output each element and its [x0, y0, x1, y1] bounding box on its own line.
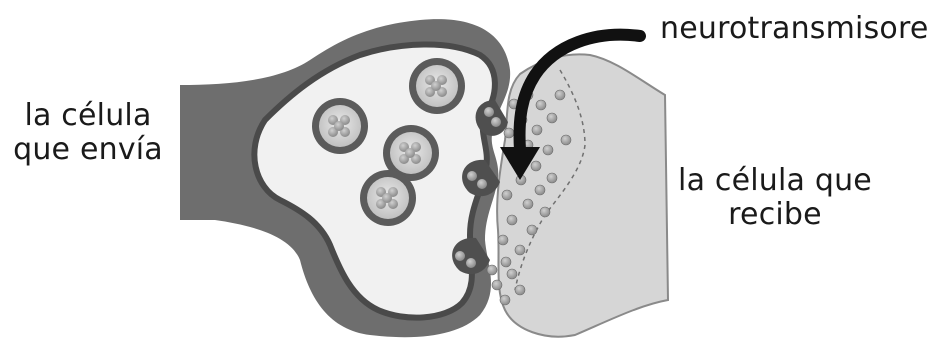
- receiving-cell-label: la célula que recibe: [665, 164, 885, 232]
- sending-cell-label: la célula que envía: [4, 99, 172, 167]
- vesicle: [409, 58, 465, 114]
- sending-cell-label-line2: que envía: [4, 133, 172, 167]
- neurotransmitters-label: neurotransmisores: [660, 12, 926, 46]
- sending-cell-label-line1: la célula: [4, 99, 172, 133]
- receiving-cell-label-line2: recibe: [665, 198, 885, 232]
- vesicle: [360, 170, 416, 226]
- sending-cell: [180, 19, 510, 337]
- vesicle: [312, 98, 368, 154]
- receiving-cell-label-line1: la célula que: [665, 164, 885, 198]
